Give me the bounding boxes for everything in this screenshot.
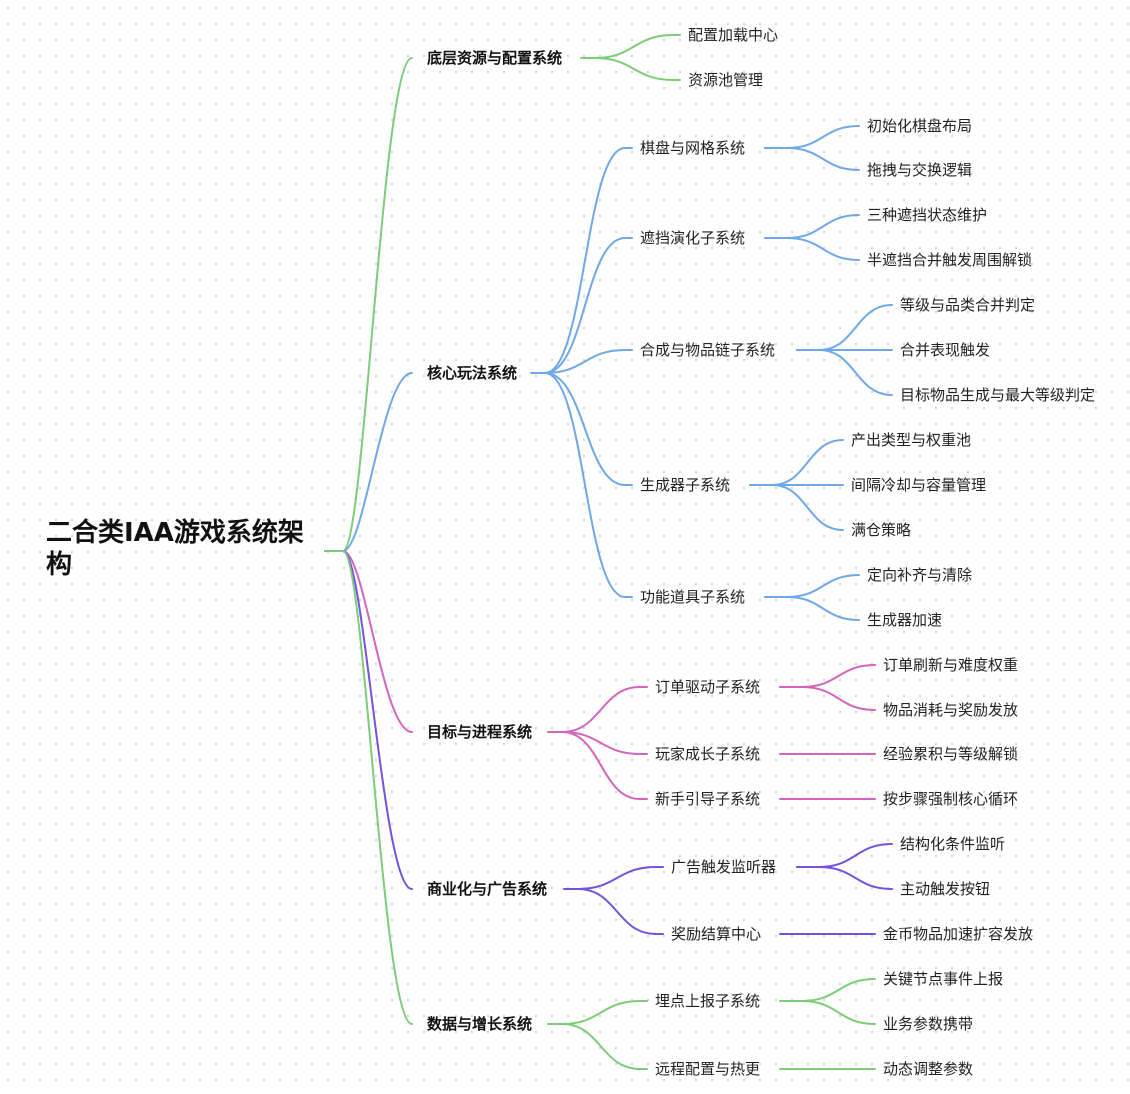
leaf-node[interactable]: 三种遮挡状态维护 <box>867 206 988 224</box>
sub-node[interactable]: 遮挡演化子系统 <box>640 229 746 247</box>
sub-node[interactable]: 生成器子系统 <box>640 476 731 494</box>
leaf-node[interactable]: 关键节点事件上报 <box>883 970 1004 988</box>
sub-node[interactable]: 棋盘与网格系统 <box>640 139 746 157</box>
leaf-node[interactable]: 等级与品类合并判定 <box>900 296 1036 314</box>
leaf-node[interactable]: 目标物品生成与最大等级判定 <box>900 386 1096 404</box>
branch-node-3[interactable]: 目标与进程系统 <box>427 723 533 741</box>
leaf-node[interactable]: 金币物品加速扩容发放 <box>883 925 1034 943</box>
sub-node[interactable]: 玩家成长子系统 <box>655 745 761 763</box>
sub-node[interactable]: 订单驱动子系统 <box>655 678 761 696</box>
leaf-node[interactable]: 拖拽与交换逻辑 <box>867 161 973 179</box>
leaf-node[interactable]: 初始化棋盘布局 <box>867 117 973 135</box>
sub-node[interactable]: 资源池管理 <box>688 71 764 89</box>
leaf-node[interactable]: 订单刷新与难度权重 <box>883 656 1019 674</box>
leaf-node[interactable]: 定向补齐与清除 <box>867 566 973 584</box>
leaf-node[interactable]: 经验累积与等级解锁 <box>883 745 1019 763</box>
branch-connector <box>324 57 413 552</box>
leaf-connector <box>796 843 893 868</box>
leaf-connector <box>749 439 844 486</box>
branch-connector <box>324 550 413 890</box>
leaf-connector <box>764 237 860 261</box>
leaf-node[interactable]: 按步骤强制核心循环 <box>883 790 1019 808</box>
leaf-connector <box>779 686 876 711</box>
leaf-connector <box>796 304 893 351</box>
leaf-connector <box>796 866 893 890</box>
sub-connector <box>561 731 648 755</box>
leaf-node[interactable]: 物品消耗与奖励发放 <box>883 701 1019 719</box>
leaf-node[interactable]: 间隔冷却与容量管理 <box>851 476 987 494</box>
sub-node[interactable]: 新手引导子系统 <box>655 790 761 808</box>
sub-connector <box>594 57 681 81</box>
leaf-connector <box>764 596 860 621</box>
leaf-node[interactable]: 满仓策略 <box>851 521 912 539</box>
leaf-node[interactable]: 产出类型与权重池 <box>851 431 972 449</box>
sub-connector <box>577 888 664 935</box>
leaf-connector <box>764 214 860 239</box>
sub-node[interactable]: 合成与物品链子系统 <box>640 341 776 359</box>
sub-node[interactable]: 远程配置与热更 <box>655 1060 761 1078</box>
sub-connector <box>561 731 648 800</box>
branch-connector <box>324 550 413 733</box>
sub-connector <box>544 349 633 374</box>
sub-node[interactable]: 配置加载中心 <box>688 26 779 44</box>
branch-node-4[interactable]: 商业化与广告系统 <box>427 880 548 898</box>
root-node-title[interactable]: 二合类IAA游戏系统架构 <box>46 518 304 580</box>
leaf-node[interactable]: 主动触发按钮 <box>900 880 991 898</box>
sub-connector <box>561 686 648 733</box>
sub-connector <box>544 372 633 598</box>
sub-connector <box>561 1023 648 1070</box>
leaf-node[interactable]: 结构化条件监听 <box>900 835 1006 853</box>
sub-connector <box>544 147 633 374</box>
sub-node[interactable]: 广告触发监听器 <box>671 858 777 876</box>
sub-node[interactable]: 功能道具子系统 <box>640 588 746 606</box>
sub-connector <box>577 866 664 890</box>
sub-node[interactable]: 埋点上报子系统 <box>655 992 761 1010</box>
leaf-node[interactable]: 半遮挡合并触发周围解锁 <box>867 251 1033 269</box>
leaf-connector <box>764 574 860 598</box>
sub-connector <box>594 34 681 59</box>
leaf-node[interactable]: 业务参数携带 <box>883 1015 974 1033</box>
leaf-node[interactable]: 动态调整参数 <box>883 1060 974 1078</box>
sub-connector <box>561 1000 648 1025</box>
leaf-connector <box>796 349 893 396</box>
leaf-node[interactable]: 合并表现触发 <box>900 341 991 359</box>
branch-connector <box>324 550 413 1025</box>
branch-node-1[interactable]: 底层资源与配置系统 <box>427 49 563 67</box>
sub-node[interactable]: 奖励结算中心 <box>671 925 762 943</box>
leaf-connector <box>764 147 860 171</box>
sub-connector <box>544 372 633 486</box>
leaf-connector <box>764 125 860 149</box>
branch-node-5[interactable]: 数据与增长系统 <box>427 1015 533 1033</box>
branch-node-2[interactable]: 核心玩法系统 <box>427 364 518 382</box>
leaf-connector <box>779 664 876 688</box>
sub-connector <box>544 237 633 374</box>
leaf-connector <box>779 978 876 1002</box>
leaf-connector <box>749 484 844 531</box>
branch-connector <box>324 372 413 552</box>
leaf-node[interactable]: 生成器加速 <box>867 611 943 629</box>
leaf-connector <box>779 1000 876 1025</box>
